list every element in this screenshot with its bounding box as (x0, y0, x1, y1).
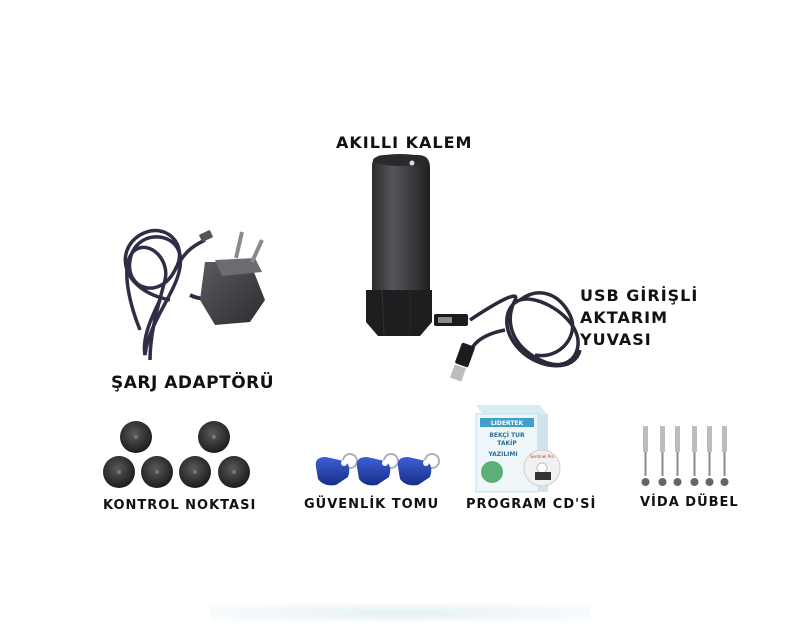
floor-reflection (210, 604, 590, 622)
program-cd-box-image: LIDERTEK BEKÇİ TUR TAKİP YAZILIMI Sentin… (475, 405, 561, 493)
cd-disc-brand: Sentinel Pro (530, 454, 554, 459)
smart-pen-label: AKILLI KALEM (336, 133, 473, 152)
screws-label: VİDA DÜBEL (640, 495, 739, 510)
usb-cradle-label-line-3: YUVASI (580, 330, 652, 349)
security-tags-image (315, 453, 440, 486)
cd-box-subtitle: YAZILIMI (487, 451, 517, 458)
usb-cradle-cable-image (434, 291, 582, 382)
cd-box-title-line2: TAKİP (497, 440, 517, 447)
charger-label: ŞARJ ADAPTÖRÜ (111, 373, 275, 393)
smart-pen-image (366, 154, 432, 336)
screws-dowels-image (641, 426, 729, 486)
program-cd-label: PROGRAM CD'Sİ (466, 497, 597, 512)
checkpoints-label: KONTROL NOKTASI (103, 498, 257, 513)
cd-box-title-line1: BEKÇİ TUR (489, 432, 525, 439)
usb-cradle-label: USB GİRİŞLİ AKTARIM YUVASI (580, 285, 698, 351)
usb-cradle-label-line-1: USB GİRİŞLİ (580, 286, 699, 305)
usb-cradle-label-line-2: AKTARIM (580, 308, 669, 327)
charger-adapter-image (123, 228, 265, 361)
cd-box-brand: LIDERTEK (491, 420, 524, 427)
security-tags-label: GÜVENLİK TOMU (304, 497, 440, 512)
checkpoint-discs-image (103, 421, 250, 488)
